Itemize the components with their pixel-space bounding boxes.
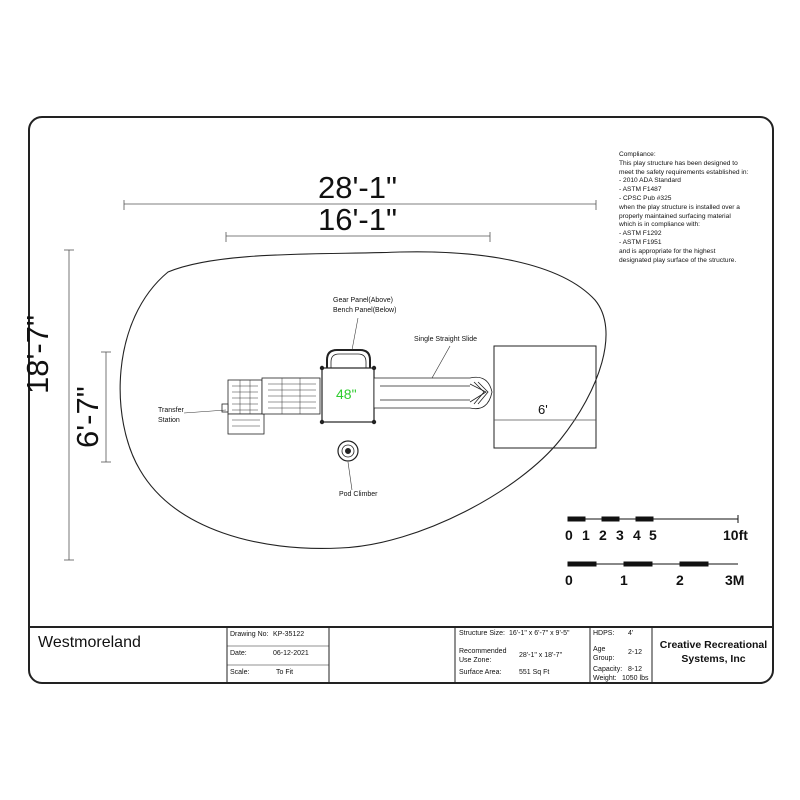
company-name: Creative Recreational Systems, Inc bbox=[659, 639, 768, 665]
scale-m-end: 3M bbox=[725, 572, 745, 588]
scale-ft-4: 4 bbox=[633, 527, 641, 543]
bench-panel-label: Bench Panel(Below) bbox=[333, 307, 397, 314]
structure-size-value: 16'-1" x 6'-7" x 9'-5" bbox=[509, 630, 570, 637]
use-zone-label: Recommended Use Zone: bbox=[459, 648, 507, 664]
scale-m-0: 0 bbox=[565, 572, 573, 588]
date-label: Date: bbox=[230, 650, 247, 657]
surface-area-label: Surface Area: bbox=[459, 669, 502, 676]
hdps-label: HDPS: bbox=[593, 630, 615, 637]
age-group-label: Age Group: bbox=[593, 646, 615, 662]
deck-height-label: 48" bbox=[336, 386, 357, 402]
age-group-value: 2-12 bbox=[628, 649, 643, 656]
overall-depth-label: 18'-7" bbox=[20, 315, 55, 394]
overall-width-dimension bbox=[123, 200, 597, 210]
surface-area-value: 551 Sq Ft bbox=[519, 669, 550, 676]
transfer-label: Transfer bbox=[158, 407, 184, 414]
scale-bar-feet bbox=[567, 515, 739, 523]
use-zone-outline bbox=[119, 251, 607, 549]
scale-bar-meters bbox=[567, 561, 738, 567]
capacity-value: 8-12 bbox=[628, 666, 643, 673]
product-name: Westmoreland bbox=[38, 634, 141, 651]
structure-depth-dimension bbox=[101, 351, 111, 463]
compliance-note: Compliance: This play structure has been… bbox=[619, 151, 749, 264]
structure-size-label: Structure Size: bbox=[459, 630, 505, 637]
overall-depth-dimension bbox=[64, 249, 74, 561]
transfer-station bbox=[221, 377, 321, 435]
hdps-value: 4' bbox=[628, 630, 634, 637]
slide-label: Single Straight Slide bbox=[414, 336, 478, 343]
scale-label: Scale: bbox=[230, 669, 250, 676]
structure-depth-label: 6'-7" bbox=[70, 386, 105, 448]
capacity-label: Capacity: bbox=[593, 666, 623, 673]
single-straight-slide bbox=[373, 376, 493, 410]
gear-panel-label: Gear Panel(Above) bbox=[333, 297, 393, 304]
title-block-lines bbox=[28, 626, 774, 684]
overall-width-label: 28'-1" bbox=[318, 170, 397, 205]
use-zone-value: 28'-1" x 18'-7" bbox=[519, 652, 563, 659]
structure-width-label: 16'-1" bbox=[318, 202, 397, 237]
slide-runout-zone bbox=[493, 345, 597, 449]
drawing-sheet bbox=[28, 116, 774, 684]
weight-label: Weight: bbox=[593, 675, 617, 682]
scale-ft-2: 2 bbox=[599, 527, 607, 543]
station-label: Station bbox=[158, 417, 180, 424]
structure-width-dimension bbox=[225, 232, 491, 242]
gear-panel bbox=[326, 349, 371, 368]
date-value: 06-12-2021 bbox=[273, 650, 309, 657]
weight-value: 1050 lbs bbox=[622, 675, 649, 682]
drawing-no-label: Drawing No: bbox=[230, 631, 269, 638]
scale-m-2: 2 bbox=[676, 572, 684, 588]
drawing-no-value: KP-35122 bbox=[273, 631, 305, 638]
main-deck bbox=[321, 367, 375, 423]
pod-climber-label: Pod Climber bbox=[339, 491, 378, 498]
scale-ft-3: 3 bbox=[616, 527, 624, 543]
scale-ft-1: 1 bbox=[582, 527, 590, 543]
deck-posts bbox=[319, 365, 377, 425]
scale-ft-end: 10ft bbox=[723, 527, 748, 543]
scale-value: To Fit bbox=[276, 669, 294, 676]
slide-runout-label: 6' bbox=[538, 402, 548, 417]
scale-ft-0: 0 bbox=[565, 527, 573, 543]
pod-climber bbox=[337, 440, 359, 462]
scale-m-1: 1 bbox=[620, 572, 628, 588]
scale-ft-5: 5 bbox=[649, 527, 657, 543]
